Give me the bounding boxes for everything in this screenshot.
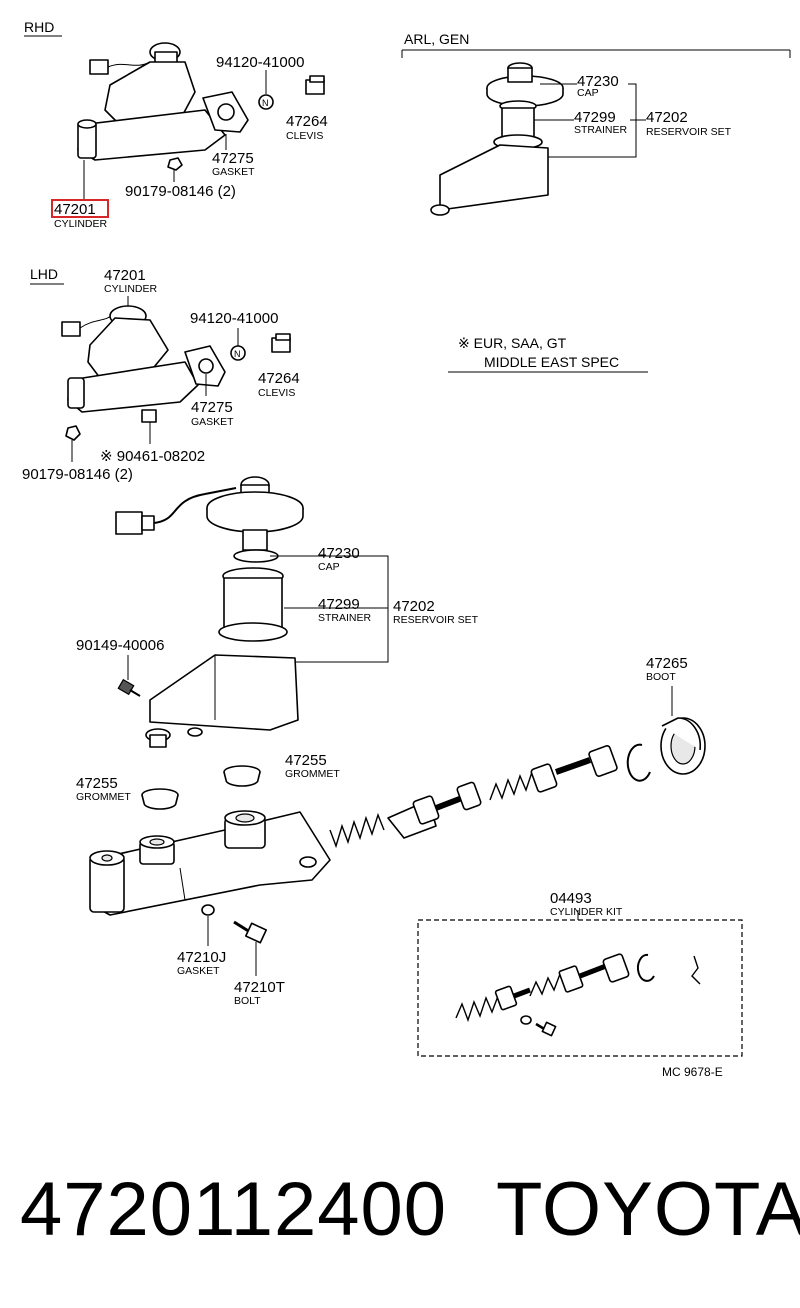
grommet-lower-drawing <box>141 788 179 810</box>
arl-47202-label: 47202 <box>646 109 688 126</box>
lhd-n-mark: N <box>234 349 241 359</box>
rhd-label: RHD <box>24 19 54 35</box>
rhd-47275-label: 47275 <box>212 150 254 167</box>
main-cylinder-kit-name: CYLINDER KIT <box>550 906 623 918</box>
main-47255-lower-label: 47255 <box>76 775 118 792</box>
main-47210t-label: 47210T <box>234 979 285 996</box>
main-47210t-name: BOLT <box>234 995 261 1007</box>
rhd-clevis-drawing <box>305 75 325 95</box>
lhd-label: LHD <box>30 266 58 282</box>
main-47265-label: 47265 <box>646 655 688 672</box>
spec-note: ※ EUR, SAA, GT MIDDLE EAST SPEC <box>448 335 648 373</box>
lhd-47264-label: 47264 <box>258 370 300 387</box>
arl-cap-name: CAP <box>577 87 599 99</box>
lhd-47275-label: 47275 <box>191 399 233 416</box>
part-number: 4720112400 <box>20 1167 448 1252</box>
rhd-cylinder-name: CYLINDER <box>54 218 108 230</box>
main-cap-name: CAP <box>318 561 340 573</box>
rhd-section: RHD N 94120-41000 <box>24 19 328 230</box>
main-04493-label: 04493 <box>550 890 592 907</box>
main-strainer-name: STRAINER <box>318 612 372 624</box>
arl-reservoir-set-name: RESERVOIR SET <box>646 126 732 138</box>
rhd-47201-label[interactable]: 47201 <box>54 201 96 218</box>
main-boot-name: BOOT <box>646 671 676 683</box>
main-cylinder-body-drawing <box>89 810 331 916</box>
main-47210j-name: GASKET <box>177 965 220 977</box>
gasket-47210j-drawing <box>201 904 215 916</box>
rhd-gasket-name: GASKET <box>212 166 255 178</box>
lhd-90461-label: ※ 90461-08202 <box>100 448 205 465</box>
main-reservoir-drawing <box>115 476 304 748</box>
note-line-2: MIDDLE EAST SPEC <box>484 354 619 370</box>
lhd-cylinder-name: CYLINDER <box>104 283 158 295</box>
lhd-clevis-drawing <box>271 333 291 353</box>
parts-diagram: RHD N 94120-41000 <box>22 19 791 1079</box>
lhd-section: LHD 47201 CYLINDER 94120-41000 N 47264 C… <box>22 266 300 483</box>
arl-47299-label: 47299 <box>574 109 616 126</box>
main-90149-label: 90149-40006 <box>76 637 164 654</box>
lhd-90179-label: 90179-08146 (2) <box>22 466 133 483</box>
lhd-94120-label: 94120-41000 <box>190 310 278 327</box>
rhd-n-mark: N <box>262 98 269 108</box>
main-47255-upper-label: 47255 <box>285 752 327 769</box>
diagram-code: MC 9678-E <box>662 1065 723 1079</box>
rhd-90179-label: 90179-08146 (2) <box>125 183 236 200</box>
arl-47230-label: 47230 <box>577 73 619 90</box>
arl-reservoir-drawing <box>430 62 564 216</box>
main-grommet-upper-name: GROMMET <box>285 768 340 780</box>
rhd-cylinder-drawing <box>77 42 249 171</box>
rhd-47201-highlight <box>51 199 109 218</box>
snap-ring-drawing <box>626 743 651 782</box>
lhd-47201-label: 47201 <box>104 267 146 284</box>
main-47299-label: 47299 <box>318 596 360 613</box>
note-line-1: ※ EUR, SAA, GT <box>458 335 567 351</box>
main-reservoir-set-name: RESERVOIR SET <box>393 614 479 626</box>
rhd-clevis-name: CLEVIS <box>286 130 323 142</box>
brand-name: TOYOTA <box>496 1167 800 1252</box>
lhd-gasket-name: GASKET <box>191 416 234 428</box>
grommet-upper-drawing <box>223 765 261 787</box>
rhd-47264-label: 47264 <box>286 113 328 130</box>
lhd-cylinder-drawing <box>61 305 226 441</box>
arl-strainer-name: STRAINER <box>574 124 628 136</box>
lhd-clevis-name: CLEVIS <box>258 387 295 399</box>
main-47210j-label: 47210J <box>177 949 226 966</box>
main-47202-label: 47202 <box>393 598 435 615</box>
cylinder-kit-box: 04493 CYLINDER KIT <box>417 890 743 1057</box>
main-piston-assembly-drawing <box>329 745 618 849</box>
screw-90149-drawing <box>117 678 141 697</box>
arl-label: ARL, GEN <box>404 31 469 47</box>
main-grommet-lower-name: GROMMET <box>76 791 131 803</box>
bolt-47210t-drawing <box>233 920 268 944</box>
boot-47265-drawing <box>660 717 706 775</box>
footer: 4720112400 TOYOTA <box>14 1160 800 1270</box>
arl-section: ARL, GEN 47230 CAP 47299 STRAINER 47202 … <box>401 31 791 216</box>
main-47230-label: 47230 <box>318 545 360 562</box>
rhd-94120-label: 94120-41000 <box>216 54 304 71</box>
